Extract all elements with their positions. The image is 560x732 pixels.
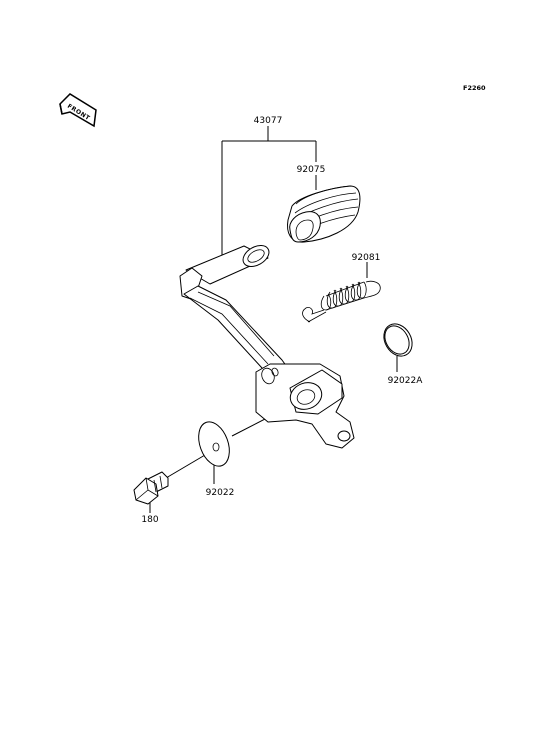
pedal-rubber bbox=[287, 185, 361, 243]
washer-92022a bbox=[383, 323, 413, 357]
label-92022: 92022 bbox=[206, 488, 235, 498]
label-180: 180 bbox=[141, 515, 158, 525]
washer-92022 bbox=[198, 421, 230, 467]
front-arrow-icon: FRONT bbox=[59, 93, 97, 128]
bolt-180 bbox=[133, 471, 169, 505]
part-labels: 43077 92075 92081 92022A 92022 180 bbox=[141, 116, 423, 525]
label-43077: 43077 bbox=[254, 116, 283, 126]
brake-pedal-arm bbox=[179, 245, 355, 449]
figure-code: F2260 bbox=[463, 84, 486, 92]
return-spring bbox=[302, 280, 381, 323]
leader-lines bbox=[149, 126, 398, 513]
label-92081: 92081 bbox=[352, 253, 381, 263]
label-92022a: 92022A bbox=[388, 376, 424, 386]
label-92075: 92075 bbox=[297, 165, 326, 175]
